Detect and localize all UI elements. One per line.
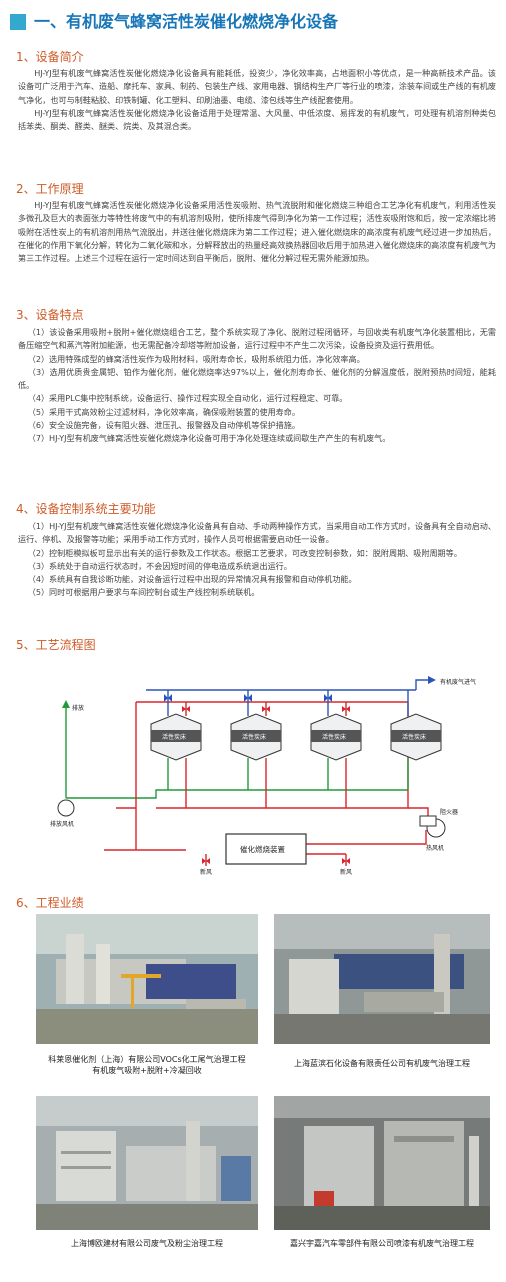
control-item-4: （4）系统具有自我诊断功能，对设备运行过程中出现的异常情况具有报警和自动停机功能… <box>27 574 357 585</box>
intro-paragraph-1: HJ-YJ型有机废气蜂窝活性炭催化燃烧净化设备具有能耗低，投资少，净化效率高，占… <box>18 68 496 105</box>
process-flow-diagram: 有机废气进气 排放 排放风机 活性炭床 活性炭床 活性炭床 活性炭床 阻火器 催… <box>50 676 476 876</box>
control-item-3: （3）系统处于自动运行状态时，不会因短时间的停电造成系统退出运行。 <box>27 560 292 571</box>
exhaust-header-line <box>66 789 408 799</box>
feature-item-1: （1）该设备采用吸附+脱附+催化燃烧组合工艺，整个系统实现了净化、脱附过程闭循环… <box>18 327 496 351</box>
section-body-principle: HJ-YJ型有机废气蜂窝活性炭催化燃烧净化设备采用活性炭吸附、热气流脱附和催化燃… <box>18 199 496 265</box>
project-photo-4 <box>274 1096 490 1230</box>
feature-item-2: （2）选用特殊成型的蜂窝活性炭作为吸附材料，吸附寿命长，吸附系统阻力低，净化效率… <box>27 353 365 364</box>
section-body-intro: HJ-YJ型有机废气蜂窝活性炭催化燃烧净化设备具有能耗低，投资少，净化效率高，占… <box>18 67 496 133</box>
catalytic-unit-box <box>225 833 307 865</box>
label-fresh-air-1: 新风 <box>200 868 212 876</box>
red-loop-line <box>104 702 186 851</box>
carbon-bed-4-band <box>391 730 441 742</box>
label-catalytic: 催化燃烧装置 <box>240 844 285 854</box>
label-exhaust: 排放 <box>72 704 84 712</box>
label-exhaust-fan: 排放风机 <box>50 820 74 828</box>
feature-item-5: （5）采用干式高效粉尘过滤材料，净化效率高，确保吸附装置的使用寿命。 <box>27 406 300 417</box>
control-item-5: （5）同时可根据用户要求与车间控制台或生产线控制系统联机。 <box>27 587 260 598</box>
feature-item-6: （6）安全设施完备，设有阻火器、泄压孔、报警器及自动停机等保护措施。 <box>27 420 300 431</box>
page-title: 一、有机废气蜂窝活性炭催化燃烧净化设备 <box>34 12 339 31</box>
carbon-bed-2-band <box>231 730 281 742</box>
red-lower-line <box>156 786 409 809</box>
section-heading-control: 4、设备控制系统主要功能 <box>16 502 156 516</box>
label-arrester: 阻火器 <box>440 808 458 816</box>
label-fresh-air-2: 新风 <box>340 868 352 876</box>
label-hot-fan: 热风机 <box>426 844 444 852</box>
control-item-1: （1）HJ-YJ型有机废气蜂窝活性炭催化燃烧净化设备具有自动、手动两种操作方式，… <box>18 521 496 545</box>
inlet-arrow-icon <box>428 676 436 684</box>
control-item-2: （2）控制柜模拟板可显示出有关的运行参数及工作状态。根据工艺要求，可改变控制参数… <box>27 547 462 558</box>
section-body-features: （1）该设备采用吸附+脱附+催化燃烧组合工艺，整个系统实现了净化、脱附过程闭循环… <box>18 326 496 446</box>
desorb-valve-icons <box>182 706 350 712</box>
section-heading-principle: 2、工作原理 <box>16 182 84 196</box>
principle-paragraph: HJ-YJ型有机废气蜂窝活性炭催化燃烧净化设备采用活性炭吸附、热气流脱附和催化燃… <box>18 200 496 264</box>
arrester-line <box>408 807 429 818</box>
bed-desorb-drops <box>185 758 347 808</box>
label-bed-4: 活性炭床 <box>402 733 426 741</box>
bed-inlet-risers <box>167 690 409 716</box>
section-heading-intro: 1、设备简介 <box>16 50 84 64</box>
section-heading-features: 3、设备特点 <box>16 308 84 322</box>
section-heading-flow: 5、工艺流程图 <box>16 638 96 652</box>
carbon-bed-1-band <box>151 730 201 742</box>
project-photo-2 <box>274 914 490 1044</box>
label-bed-3: 活性炭床 <box>322 733 346 741</box>
exhaust-fan-icon <box>57 799 75 817</box>
label-bed-1: 活性炭床 <box>162 733 186 741</box>
intro-paragraph-2: HJ-YJ型有机废气蜂窝活性炭催化燃烧净化设备适用于处理常温、大风量、中低浓度、… <box>18 107 496 132</box>
project-caption-2: 上海蓝滨石化设备有限责任公司有机废气治理工程 <box>294 1059 470 1068</box>
project-caption-3: 上海博欧建材有限公司废气及粉尘治理工程 <box>71 1239 223 1248</box>
valve-icons <box>164 694 332 702</box>
project-photos: 科莱恩催化剂（上海）有限公司VOCs化工尾气治理工程 有机废气吸附+脱附+冷凝回… <box>0 910 506 1282</box>
project-photo-3 <box>36 1096 258 1230</box>
carbon-beds <box>150 713 442 761</box>
project-photo-1 <box>36 914 258 1044</box>
fresh-air-lines <box>205 854 347 866</box>
title-square-icon <box>10 14 26 30</box>
red-return-line <box>306 830 427 845</box>
project-caption-1: 科莱恩催化剂（上海）有限公司VOCs化工尾气治理工程 有机废气吸附+脱附+冷凝回… <box>48 1055 246 1075</box>
bed-outlet-risers <box>167 758 409 790</box>
project-caption-4: 嘉兴宇嘉汽车零部件有限公司喷漆有机废气治理工程 <box>290 1239 474 1248</box>
exhaust-arrow-icon <box>62 700 70 708</box>
inlet-riser-line <box>415 679 431 690</box>
section-heading-projects: 6、工程业绩 <box>16 896 84 910</box>
carbon-bed-3-band <box>311 730 361 742</box>
arrester-icon <box>419 815 437 827</box>
page-title-bar: 一、有机废气蜂窝活性炭催化燃烧净化设备 <box>6 10 496 34</box>
label-bed-2: 活性炭床 <box>242 733 266 741</box>
section-body-control: （1）HJ-YJ型有机废气蜂窝活性炭催化燃烧净化设备具有自动、手动两种操作方式，… <box>18 520 496 600</box>
feature-item-4: （4）采用PLC集中控制系统，设备运行、操作过程实现全自动化，运行过程稳定、可靠… <box>27 393 348 404</box>
feature-item-3: （3）选用优质贵金属钯、铂作为催化剂，催化燃烧率达97%以上，催化剂寿命长、催化… <box>18 366 496 391</box>
label-inlet: 有机废气进气 <box>440 678 476 686</box>
feature-item-7: （7）HJ-YJ型有机废气蜂窝活性炭催化燃烧净化设备可用于净化处理连续或间歇生产… <box>27 433 391 444</box>
